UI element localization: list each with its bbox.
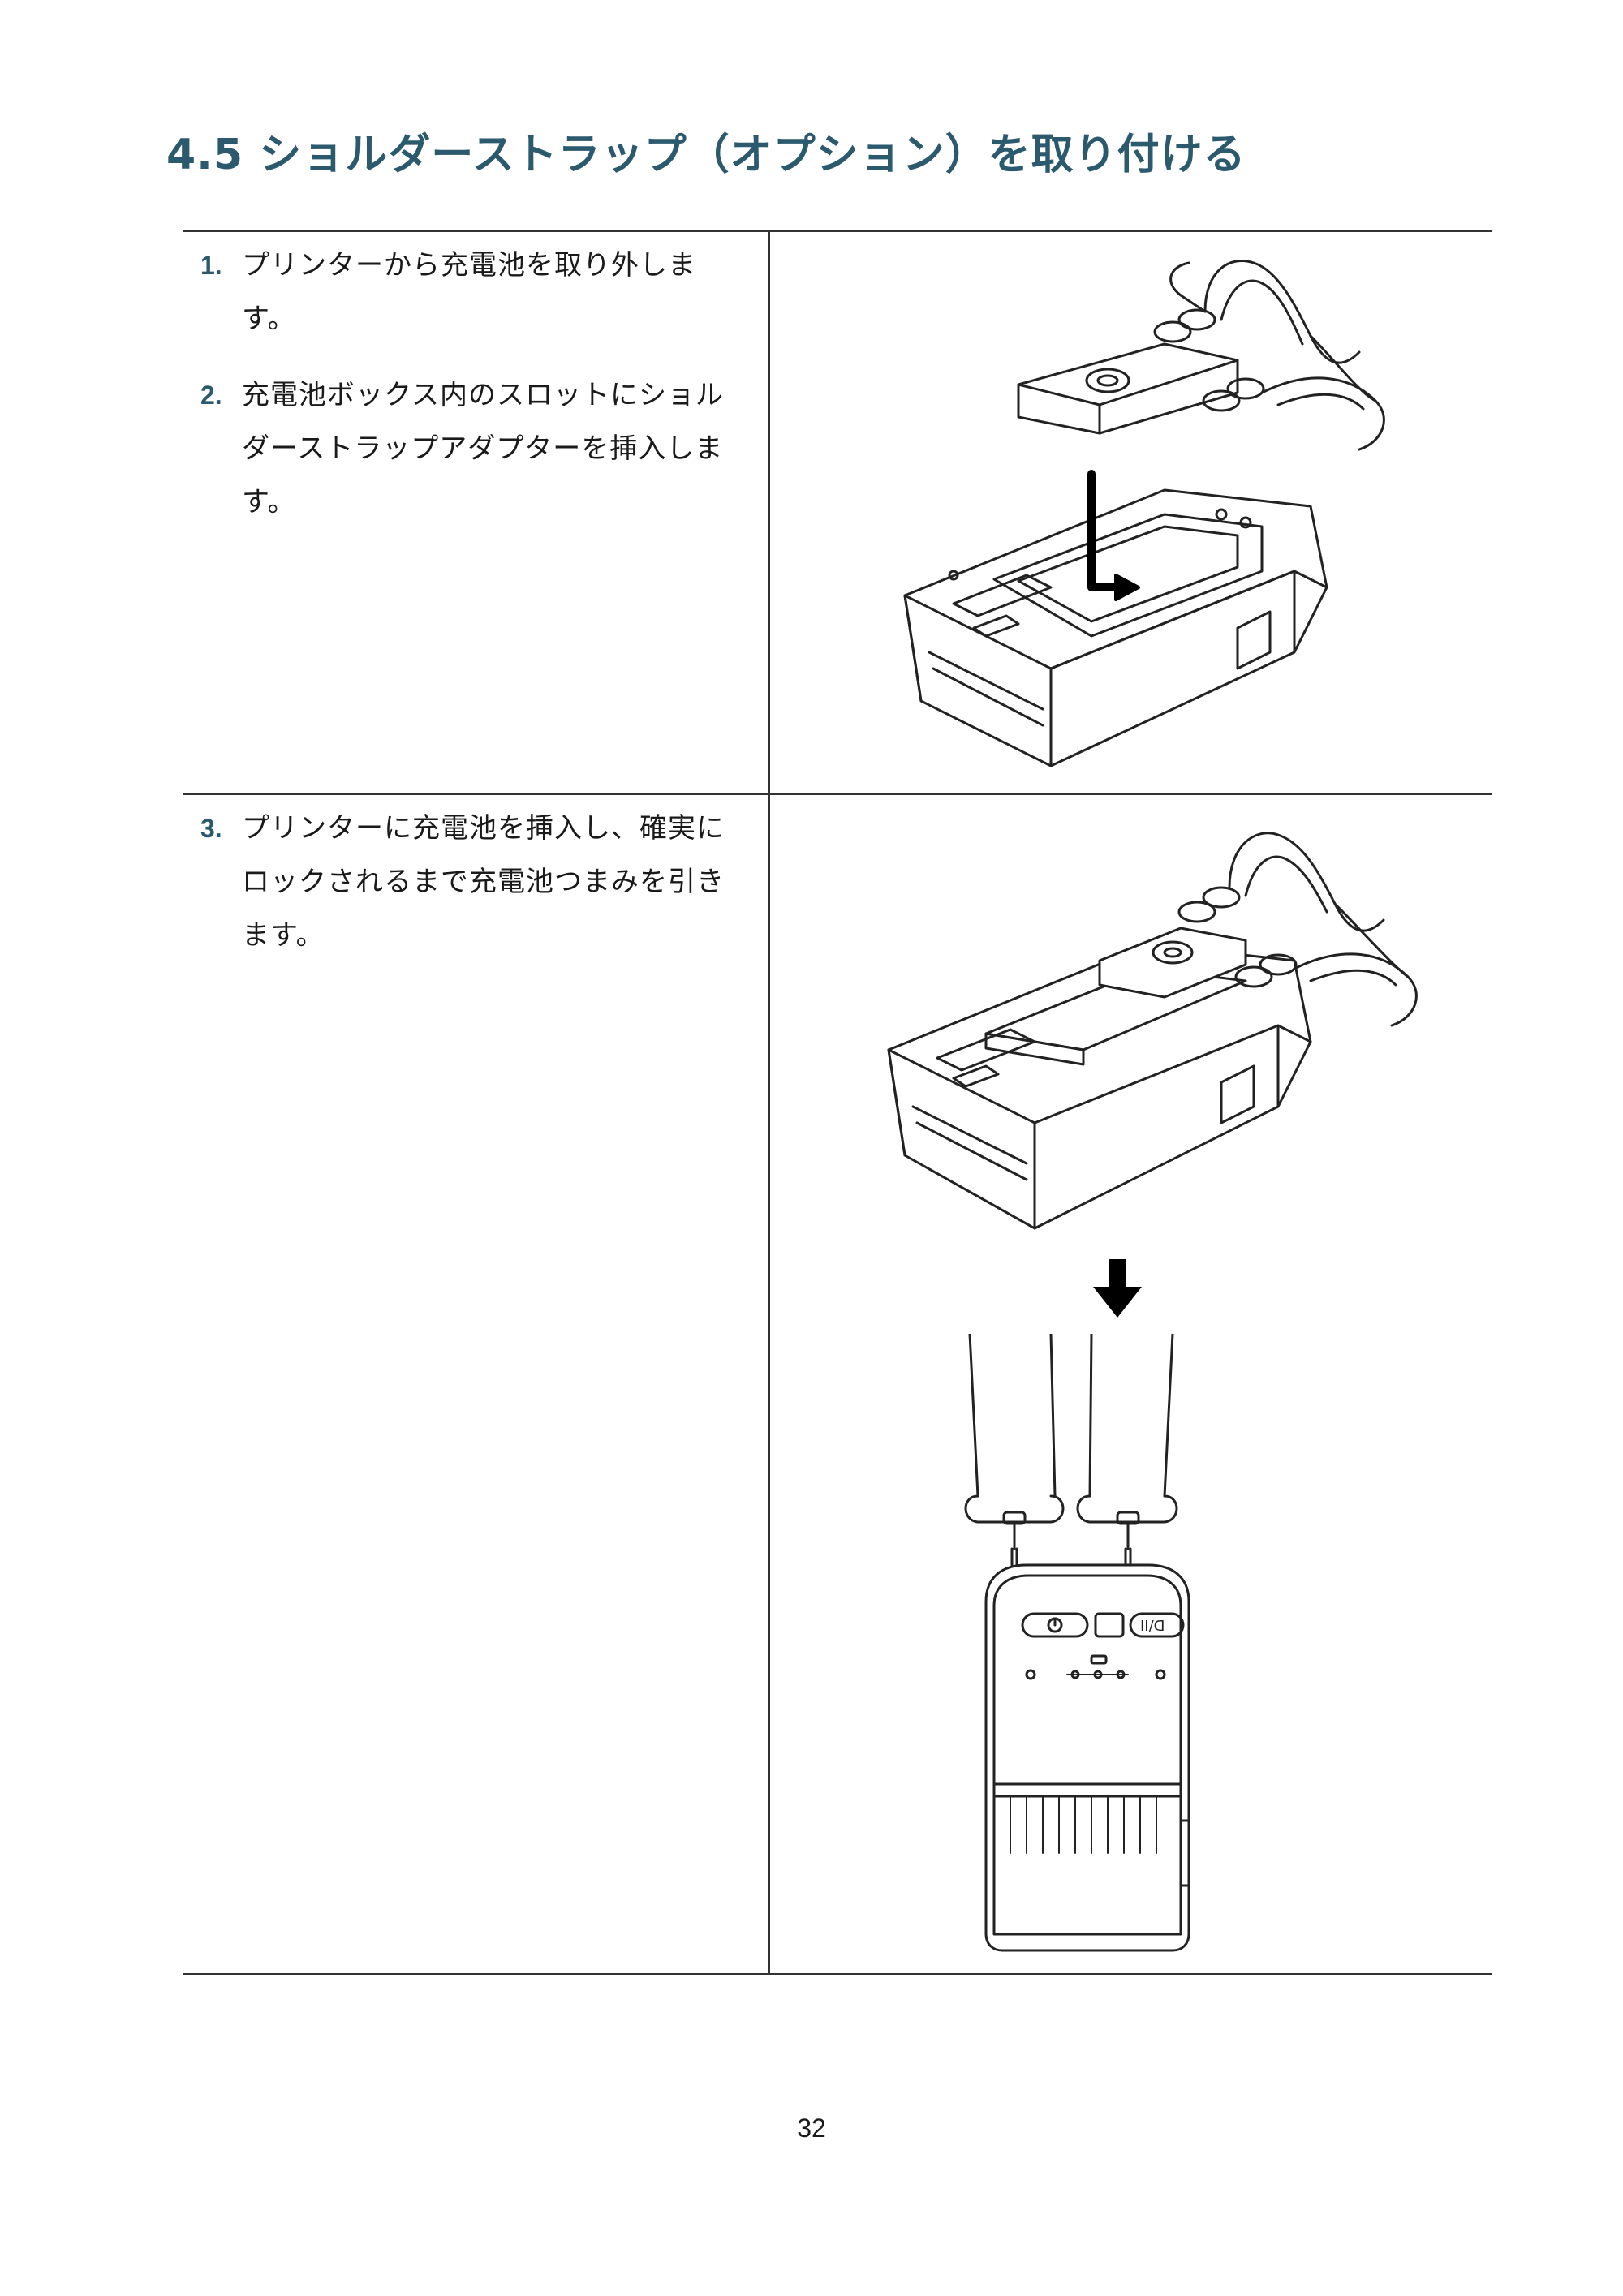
page-title: 4.5 ショルダーストラップ（オプション）を取り付ける <box>166 131 1246 179</box>
battery-insert-illustration <box>887 832 1418 1230</box>
step-text: プリンターから充電池を取り外します。 <box>242 249 696 335</box>
page-number: 32 <box>797 2113 826 2143</box>
step-item: 1. プリンターから充電池を取り外します。 <box>183 239 751 346</box>
table-bottom-rule <box>183 1973 1492 1975</box>
shoulder-strap-front-illustration: II/ᗡ <box>964 1334 1190 1952</box>
row-1-instructions: 1. プリンターから充電池を取り外します。 2. 充電池ボックス内のスロットにシ… <box>183 239 751 552</box>
table-row-divider <box>183 793 1492 795</box>
table-top-rule <box>183 230 1492 232</box>
step-text: プリンターに充電池を挿入し、確実にロックされるまで充電池つまみを引きます。 <box>242 812 725 952</box>
step-item: 2. 充電池ボックス内のスロットにショルダーストラップアダプターを挿入します。 <box>183 368 751 529</box>
row-2-instructions: 3. プリンターに充電池を挿入し、確実にロックされるまで充電池つまみを引きます。 <box>183 802 751 985</box>
svg-text:II/ᗡ: II/ᗡ <box>1140 1618 1165 1635</box>
table-column-divider <box>768 230 770 1975</box>
step-number: 2. <box>200 381 222 410</box>
step-text: 充電池ボックス内のスロットにショルダーストラップアダプターを挿入します。 <box>242 379 724 518</box>
adapter-insert-illustration <box>903 260 1385 767</box>
down-arrow-icon <box>1093 1259 1142 1318</box>
step-item: 3. プリンターに充電池を挿入し、確実にロックされるまで充電池つまみを引きます。 <box>183 802 751 962</box>
step-number: 1. <box>200 251 222 280</box>
step-number: 3. <box>200 814 222 843</box>
steps-table: 1. プリンターから充電池を取り外します。 2. 充電池ボックス内のスロットにシ… <box>183 230 1492 1975</box>
